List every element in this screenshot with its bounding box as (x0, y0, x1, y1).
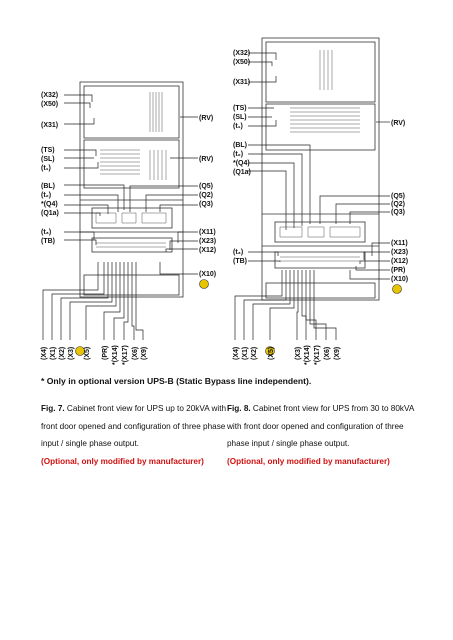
label-x2-right-bottom: (X2) (251, 347, 258, 360)
label-x3-right-bottom: (X3) (295, 347, 302, 360)
figure-8-optional-note: (Optional, only modified by manufacturer… (227, 456, 390, 466)
label-x9-right-bottom: (X9) (334, 347, 341, 360)
left-cabinet (79, 81, 184, 298)
label-x3-left-bottom: (X3) (68, 347, 75, 360)
label-x31-left: (X31) (41, 122, 58, 129)
label-bl-left: (BL) (41, 183, 55, 190)
figure-7-caption: Fig. 7. Cabinet front view for UPS up to… (41, 400, 231, 470)
label-x50-right: (X50) (233, 59, 250, 66)
label-x5-right-bottom: (X5) (268, 347, 275, 360)
label-q4-right: *(Q4) (233, 160, 250, 167)
label-x32-left: (X32) (41, 92, 58, 99)
right-switch-panel (274, 221, 366, 243)
label-t1-left: (t₁) (41, 165, 51, 172)
label-sl-right: (SL) (233, 114, 247, 121)
figure-8-number: Fig. 8. (227, 404, 251, 413)
right-mid-board (265, 103, 376, 151)
label-x12-right: (X12) (391, 258, 408, 265)
label-q5-right: (Q5) (391, 193, 405, 200)
label-x14-left-bottom: *(X14) (112, 345, 119, 365)
label-x4-right-bottom: (X4) (233, 347, 240, 360)
label-q5-left: (Q5) (199, 183, 213, 190)
right-cabinet-outline (261, 37, 380, 301)
label-q3-left: (Q3) (199, 201, 213, 208)
label-q1a-left: (Q1a) (41, 210, 59, 217)
left-cabinet-outline (79, 81, 184, 298)
label-q2-left: (Q2) (199, 192, 213, 199)
right-bottom-rail (265, 282, 376, 299)
ground-icon (392, 284, 402, 294)
label-x32-right: (X32) (233, 50, 250, 57)
label-t2-right: (t₂) (233, 151, 243, 158)
label-ts-left: (TS) (41, 147, 55, 154)
label-q1a-right: (Q1a) (233, 169, 251, 176)
ground-icon (199, 279, 209, 289)
label-x10-left: (X10) (199, 271, 216, 278)
right-top-board (265, 41, 376, 103)
right-terminal-strip (274, 251, 366, 269)
label-x14-right-bottom: *(X14) (304, 345, 311, 365)
left-mid-board (83, 139, 180, 189)
label-t3-left: (t₃) (41, 229, 51, 236)
figure-7-text: Cabinet front view for UPS up to 20kVA w… (41, 404, 227, 448)
label-rv-lower-left: (RV) (199, 156, 213, 163)
optional-version-note: * Only in optional version UPS-B (Static… (41, 376, 312, 386)
label-x23-left: (X23) (199, 238, 216, 245)
label-x11-right: (X11) (391, 240, 408, 247)
label-t3-right: (t₃) (233, 249, 243, 256)
label-x23-right: (X23) (391, 249, 408, 256)
label-q2-right: (Q2) (391, 201, 405, 208)
figure-8-caption: Fig. 8. Cabinet front view for UPS from … (227, 400, 417, 470)
label-ts-right: (TS) (233, 105, 247, 112)
figure-8-text: Cabinet front view for UPS from 30 to 80… (227, 404, 414, 448)
label-x4-left-bottom: (X4) (41, 347, 48, 360)
label-x12-left: (X12) (199, 247, 216, 254)
label-x6-right-bottom: (X6) (324, 347, 331, 360)
ground-icon (75, 346, 85, 356)
ground-symbols (75, 279, 402, 356)
right-labels: (X32) (X50) (X31) (TS) (SL) (t₁) (BL) (t… (233, 50, 408, 365)
left-bottom-rail (83, 274, 180, 296)
label-t1-right: (t₁) (233, 123, 243, 130)
left-terminal-strip (91, 237, 173, 253)
label-x1-right-bottom: (X1) (242, 347, 249, 360)
label-rv-right: (RV) (391, 120, 405, 127)
label-tb-left: (TB) (41, 238, 55, 245)
left-labels: (X32) (X50) (X31) (TS) (SL) (t₁) (BL) (t… (41, 92, 216, 365)
right-cabinet (261, 37, 380, 301)
label-t2-left: (t₂) (41, 192, 51, 199)
label-pr-right: (PR) (391, 267, 405, 274)
left-top-board (83, 85, 180, 139)
label-x1-left-bottom: (X1) (50, 347, 57, 360)
figure-7-optional-note: (Optional, only modified by manufacturer… (41, 456, 204, 466)
ground-icon (265, 346, 275, 356)
label-x6-left-bottom: (X6) (132, 347, 139, 360)
label-x31-right: (X31) (233, 79, 250, 86)
label-rv-upper-left: (RV) (199, 115, 213, 122)
label-x11-left: (X11) (199, 229, 216, 236)
label-x5-left-bottom: (X5) (84, 347, 91, 360)
figure-7-number: Fig. 7. (41, 404, 65, 413)
label-q3-right: (Q3) (391, 209, 405, 216)
label-x2-left-bottom: (X2) (59, 347, 66, 360)
label-x10-right: (X10) (391, 276, 408, 283)
label-tb-right: (TB) (233, 258, 247, 265)
label-x17-right-bottom: *(X17) (314, 345, 321, 365)
label-pr-left-bottom: (PR) (102, 346, 109, 360)
left-switch-panel (91, 207, 173, 229)
label-q4-left: *(Q4) (41, 201, 58, 208)
label-x9-left-bottom: (X9) (141, 347, 148, 360)
label-x50-left: (X50) (41, 101, 58, 108)
label-bl-right: (BL) (233, 142, 247, 149)
label-sl-left: (SL) (41, 156, 55, 163)
label-x17-left-bottom: *(X17) (122, 345, 129, 365)
